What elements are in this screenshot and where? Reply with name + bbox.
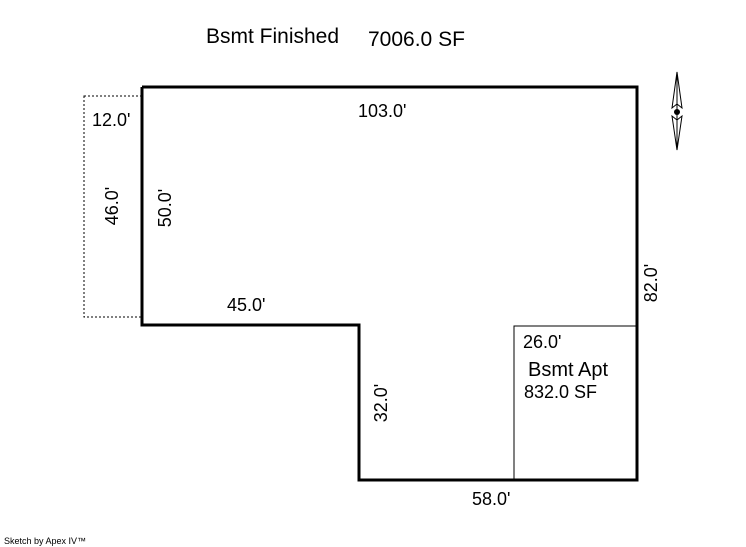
main-building-outline <box>140 85 639 482</box>
bsmt-apt-outline <box>513 325 637 480</box>
sketch-credit: Sketch by Apex IV™ <box>4 536 86 546</box>
dim-left-upper: 50.0' <box>155 189 175 227</box>
dim-inner-ledge: 45.0' <box>227 295 265 315</box>
dim-top: 103.0' <box>358 101 406 121</box>
dim-bottom: 58.0' <box>472 489 510 509</box>
dim-offset-width: 12.0' <box>92 110 130 130</box>
north-arrow-icon <box>671 71 683 151</box>
dim-offset-height: 46.0' <box>102 187 122 225</box>
dim-inner-drop: 32.0' <box>371 384 391 422</box>
bsmt-apt-name: Bsmt Apt <box>528 359 608 381</box>
area-size-label: 7006.0 SF <box>368 28 465 51</box>
area-name-label: Bsmt Finished <box>206 25 339 48</box>
dim-apt-width: 26.0' <box>523 332 561 352</box>
dim-right: 82.0' <box>641 264 661 302</box>
bsmt-apt-size: 832.0 SF <box>524 382 597 402</box>
